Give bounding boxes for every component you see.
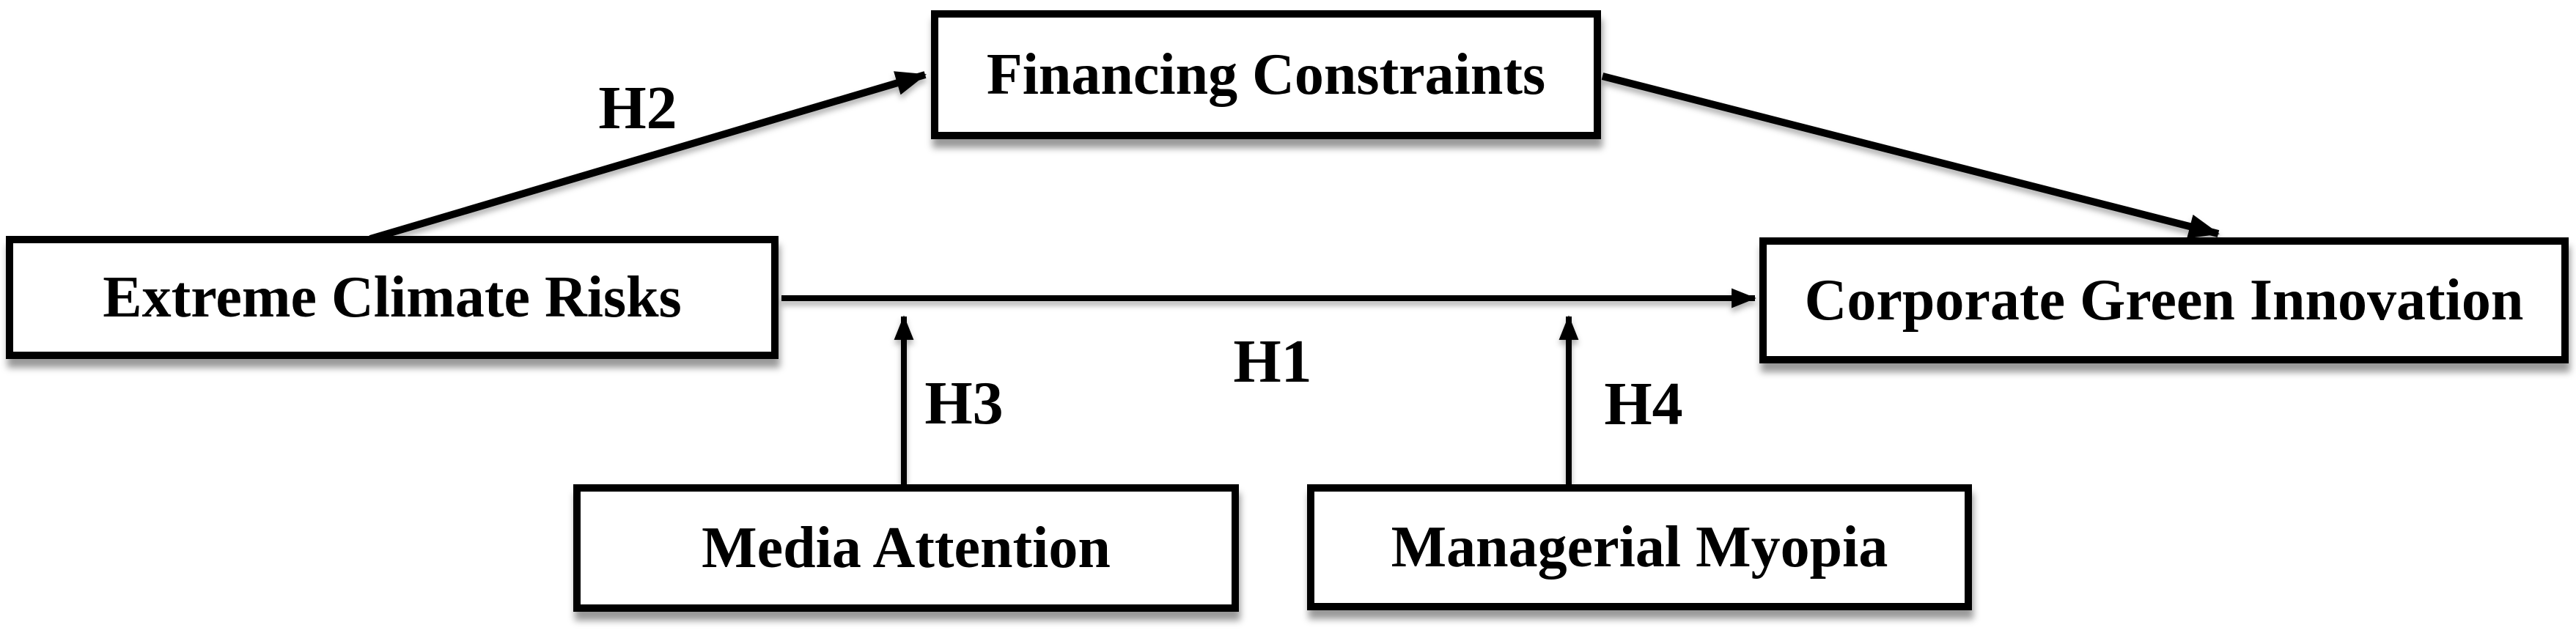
arrow-financing-to-innovation	[1601, 73, 2220, 239]
node-managerial-myopia: Managerial Myopia	[1307, 484, 1972, 610]
edge-label-h2: H2	[598, 74, 677, 142]
node-corporate-green-innovation-label: Corporate Green Innovation	[1804, 268, 2524, 333]
node-extreme-climate-risks: Extreme Climate Risks	[6, 236, 779, 359]
node-media-attention-label: Media Attention	[702, 516, 1111, 580]
edge-label-h1: H1	[1233, 327, 1312, 396]
node-extreme-climate-risks-label: Extreme Climate Risks	[103, 265, 682, 330]
node-media-attention: Media Attention	[573, 484, 1239, 612]
edge-label-h3: H3	[924, 369, 1004, 437]
arrow-h2	[369, 71, 927, 243]
node-financing-constraints-label: Financing Constraints	[986, 42, 1546, 107]
edge-label-h4: H4	[1604, 370, 1683, 438]
node-financing-constraints: Financing Constraints	[931, 10, 1601, 139]
node-managerial-myopia-label: Managerial Myopia	[1391, 515, 1888, 580]
node-corporate-green-innovation: Corporate Green Innovation	[1759, 237, 2569, 363]
